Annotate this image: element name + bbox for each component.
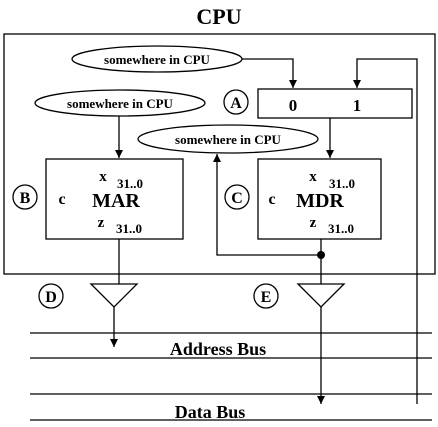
address-bus-label: Address Bus [170,339,266,359]
circle-label-e-text: E [261,289,272,306]
source-oval-2-label: somewhere in CPU [67,96,174,111]
destination-oval-3-label: somewhere in CPU [175,132,282,147]
circle-label-b: B [12,184,38,210]
address-bus: Address Bus [30,332,432,359]
wires [110,58,418,404]
destination-oval-3 [137,124,319,154]
mdr-x-range: 31..0 [329,176,355,191]
circle-label-c-text: C [231,190,243,207]
mux-input-0: 0 [289,96,298,115]
circle-label-b-text: B [20,190,31,207]
cpu-boundary [3,33,436,275]
circle-label-e: E [253,283,279,309]
mux-box [257,88,413,119]
mar-z-range: 31..0 [116,221,142,236]
mux-input-1: 1 [353,96,362,115]
source-oval-1-label: somewhere in CPU [104,52,211,67]
data-bus: Data Bus [30,393,432,422]
mar-z-label: z [98,215,105,231]
circle-label-a: A [223,89,249,115]
mdr-tristate-buffer [296,283,346,308]
source-oval-2 [34,89,206,117]
circle-label-d-text: D [45,289,57,306]
cpu-title: CPU [196,4,241,29]
mar-name: MAR [92,190,140,212]
mdr-z-range: 31..0 [328,221,354,236]
mar-register [45,158,184,240]
mdr-z-label: z [310,215,317,231]
mar-x-label: x [99,169,107,185]
junction-dot [317,251,325,259]
mar-tristate-buffer [89,283,139,308]
circle-label-a-text: A [230,95,242,112]
mdr-x-label: x [309,169,317,185]
circle-label-c: C [224,184,250,210]
mdr-name: MDR [296,190,344,212]
mar-x-range: 31..0 [117,176,143,191]
mdr-c-label: c [268,191,275,208]
data-bus-label: Data Bus [175,402,246,422]
mar-c-label: c [58,191,65,208]
mdr-register [257,158,382,240]
circle-label-d: D [38,283,64,309]
